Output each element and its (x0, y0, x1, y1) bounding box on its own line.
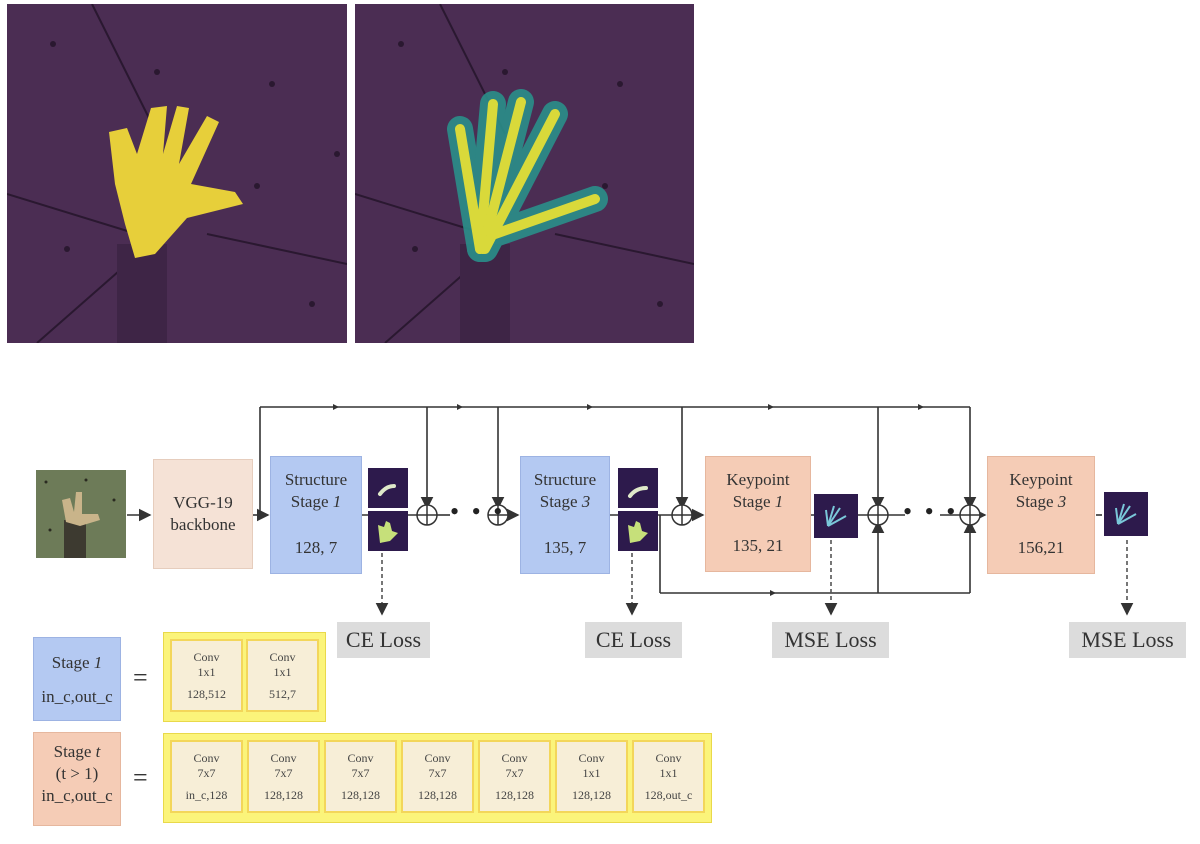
conv-params: in_c,128 (185, 788, 228, 802)
conv-block: Conv 7x7 128,128 (401, 740, 474, 813)
keypoint-output-map (1104, 492, 1148, 536)
conv-block: Conv 1x1 128,out_c (632, 740, 705, 813)
legend-stage-t: Stage t (t > 1) in_c,out_c (33, 732, 121, 826)
conv-block: Conv 7x7 128,128 (247, 740, 320, 813)
vgg19-backbone-block: VGG-19 backbone (153, 459, 253, 569)
mse-loss-label: MSE Loss (1069, 622, 1186, 658)
stage-word: Stage (290, 492, 329, 511)
conv-kernel: 1x1 (273, 665, 292, 679)
conv-params: 128,128 (495, 788, 534, 802)
conv-kernel: 1x1 (582, 766, 601, 780)
stage-number: 1 (774, 492, 784, 511)
conv-params: 128,out_c (644, 788, 693, 802)
hand-mask-image (7, 4, 347, 343)
sum-node (959, 504, 981, 526)
conv-block: Conv 1x1 128,128 (555, 740, 628, 813)
stage-number: 3 (581, 492, 591, 511)
legend-stage-number: 1 (93, 653, 103, 672)
stage-number: 3 (1057, 492, 1067, 511)
conv-kernel: 7x7 (428, 766, 447, 780)
legend-stage-number: t (95, 742, 101, 761)
conv-params: 128,128 (418, 788, 457, 802)
stage-type: Keypoint (1009, 470, 1073, 489)
conv-name: Conv (193, 751, 220, 765)
conv-params: 128,128 (264, 788, 303, 802)
legend-io: in_c,out_c (41, 786, 113, 805)
stage-word: Stage (1015, 492, 1054, 511)
stage-type: Structure (284, 470, 348, 489)
conv-name: Conv (347, 751, 374, 765)
conv-block: Conv 1x1 512,7 (246, 639, 319, 712)
legend-condition: (t > 1) (55, 764, 99, 783)
conv-params: 128,512 (187, 687, 226, 701)
stage-t-conv-row: Conv 7x7 in_c,128 Conv 7x7 128,128 Conv … (163, 733, 712, 823)
conv-kernel: 1x1 (659, 766, 678, 780)
keypoint-stage-3-block: Keypoint Stage 3 156,21 (987, 456, 1095, 574)
stage-number: 1 (332, 492, 342, 511)
conv-name: Conv (578, 751, 605, 765)
ellipsis: • • • (450, 497, 506, 526)
legend-stage-1: Stage 1 in_c,out_c (33, 637, 121, 721)
stage-params: 135, 7 (543, 538, 587, 557)
stage-1-conv-row: Conv 1x1 128,512 Conv 1x1 512,7 (163, 632, 326, 722)
structure-stage-3-block: Structure Stage 3 135, 7 (520, 456, 610, 574)
conv-name: Conv (270, 751, 297, 765)
structure-output-map (618, 511, 658, 551)
conv-params: 128,128 (341, 788, 380, 802)
stage-word: Stage (539, 492, 578, 511)
stage-params: 135, 21 (732, 536, 784, 555)
structure-output-map (618, 468, 658, 508)
ce-loss-label: CE Loss (585, 622, 682, 658)
conv-block: Conv 7x7 128,128 (324, 740, 397, 813)
conv-name: Conv (193, 650, 220, 664)
stage-type: Structure (533, 470, 597, 489)
structure-output-map (368, 511, 408, 551)
backbone-line1: VGG-19 (173, 493, 233, 512)
stage-params: 156,21 (1017, 538, 1065, 557)
conv-name: Conv (269, 650, 296, 664)
stage-word: Stage (732, 492, 771, 511)
conv-kernel: 7x7 (274, 766, 293, 780)
conv-name: Conv (655, 751, 682, 765)
legend-stage-word: Stage (53, 742, 92, 761)
keypoint-output-map (814, 494, 858, 538)
stage-type: Keypoint (726, 470, 790, 489)
conv-name: Conv (501, 751, 528, 765)
conv-kernel: 7x7 (197, 766, 216, 780)
conv-kernel: 7x7 (351, 766, 370, 780)
backbone-line2: backbone (170, 515, 236, 534)
conv-block: Conv 7x7 128,128 (478, 740, 551, 813)
sum-node (867, 504, 889, 526)
keypoint-stage-1-block: Keypoint Stage 1 135, 21 (705, 456, 811, 572)
conv-kernel: 1x1 (197, 665, 216, 679)
hand-heatmap-image (355, 4, 694, 343)
mse-loss-label: MSE Loss (772, 622, 889, 658)
structure-output-map (368, 468, 408, 508)
sum-node (671, 504, 693, 526)
conv-kernel: 7x7 (505, 766, 524, 780)
conv-params: 512,7 (269, 687, 296, 701)
ce-loss-label: CE Loss (337, 622, 430, 658)
input-image-thumbnail (36, 470, 126, 558)
conv-name: Conv (424, 751, 451, 765)
legend-stage-word: Stage (51, 653, 90, 672)
sum-node (416, 504, 438, 526)
structure-stage-1-block: Structure Stage 1 128, 7 (270, 456, 362, 574)
conv-block: Conv 7x7 in_c,128 (170, 740, 243, 813)
stage-params: 128, 7 (294, 538, 338, 557)
legend-io: in_c,out_c (41, 687, 113, 706)
conv-block: Conv 1x1 128,512 (170, 639, 243, 712)
conv-params: 128,128 (572, 788, 611, 802)
ellipsis: • • • (903, 497, 959, 526)
equals-sign: = (133, 663, 148, 692)
equals-sign: = (133, 763, 148, 792)
